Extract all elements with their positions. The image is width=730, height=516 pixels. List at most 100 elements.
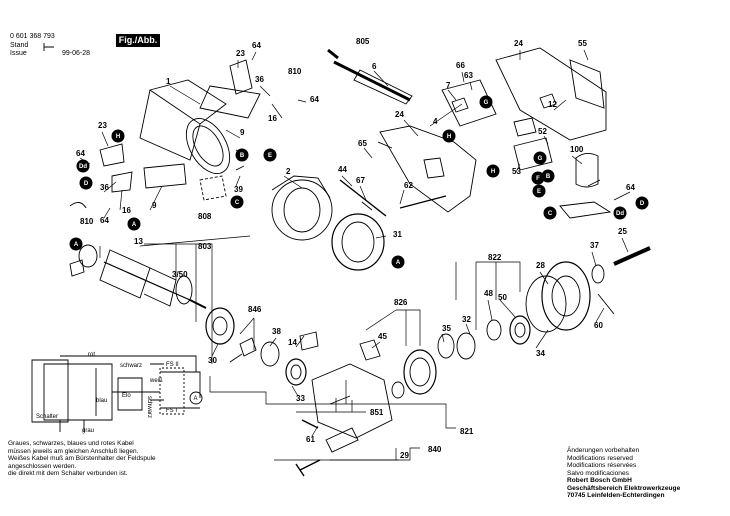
- wire-label: weiß: [149, 378, 163, 384]
- leader-line: [271, 103, 283, 119]
- leader-line: [543, 135, 549, 145]
- part-number: 821: [460, 427, 474, 436]
- part-number: 24: [395, 110, 404, 119]
- part-number: 1: [166, 77, 171, 86]
- leader-line: [591, 251, 597, 267]
- part-number: 52: [538, 127, 547, 136]
- leader-line: [465, 323, 471, 335]
- callout-badge: H: [442, 129, 456, 143]
- part-number: 25: [618, 227, 627, 236]
- svg-text:A: A: [132, 222, 137, 228]
- wiring-note-line: angeschlossen werden.: [8, 462, 77, 470]
- callout-badge: A: [127, 217, 141, 231]
- part-number: 29: [400, 451, 409, 460]
- part-number: 36: [100, 183, 109, 192]
- company-division: Geschäftsbereich Elektrowerkzeuge: [567, 484, 681, 492]
- leader-line: [441, 333, 445, 343]
- bracket-line: [455, 261, 521, 330]
- leader-line: [169, 85, 201, 105]
- wiring-note-line: müssen jeweils am gleichen Anschluß lieg…: [8, 447, 139, 455]
- leader-line: [259, 85, 271, 97]
- part-number: 23: [98, 121, 107, 130]
- part-number: 12: [548, 100, 557, 109]
- wire-label: grau: [82, 428, 94, 434]
- leader-line: [535, 329, 549, 349]
- wire-label: blau: [96, 398, 107, 404]
- company-address: 70745 Leinfelden-Echterdingen: [567, 492, 665, 499]
- issue-label: Issue: [10, 50, 27, 57]
- callout-badge: A: [69, 237, 83, 251]
- part-number: 810: [288, 67, 302, 76]
- svg-text:D: D: [84, 181, 89, 187]
- callout-badge: Dd: [76, 159, 90, 173]
- wiring-note-line: die direkt mit dem Schalter verbunden is…: [8, 470, 128, 478]
- wiring-note-line: Graues, schwarzes, blaues und rotes Kabe…: [8, 440, 134, 447]
- part-number: 53: [512, 167, 521, 176]
- note-line: Salvo modificaciones: [567, 469, 629, 477]
- leader-line: [403, 119, 419, 137]
- callout-badge: G: [533, 151, 547, 165]
- callout-badge: H: [486, 164, 500, 178]
- part-number: 60: [594, 321, 603, 330]
- svg-text:F: F: [536, 176, 540, 182]
- leader-line: [571, 155, 583, 165]
- part-number: 45: [378, 332, 387, 341]
- part-number: 6: [372, 62, 377, 71]
- wiring-component-label: Elo: [122, 393, 131, 399]
- svg-text:B: B: [240, 153, 245, 159]
- note-line: Änderungen vorbehalten: [567, 447, 640, 454]
- part-number: 32: [462, 315, 471, 324]
- leader-line: [499, 299, 517, 319]
- stand-label: Stand: [10, 42, 29, 49]
- part-number: 30: [208, 356, 217, 365]
- svg-text:C: C: [235, 200, 240, 206]
- leader-line: [251, 51, 257, 61]
- leader-line: [119, 189, 123, 211]
- wiring-component-label: A: [194, 396, 198, 402]
- part-number: 3/50: [172, 270, 188, 279]
- part-number: 840: [428, 445, 442, 454]
- svg-text:H: H: [116, 134, 120, 140]
- leader-line: [613, 191, 631, 201]
- wiring-note: Graues, schwarzes, blaues und rotes Kabe…: [8, 440, 156, 478]
- leader-line: [211, 343, 219, 357]
- callout-badge: Dd: [613, 206, 627, 220]
- bracket-line: [239, 317, 255, 350]
- wire-label: rot: [88, 352, 95, 358]
- callout-badge: C: [230, 195, 244, 209]
- leader-line: [225, 129, 241, 139]
- bracket-line: [209, 376, 456, 429]
- part-number: 808: [198, 212, 212, 221]
- leader-line: [297, 99, 307, 103]
- part-number: 39: [234, 185, 243, 194]
- leader-line: [149, 185, 163, 211]
- part-number: 851: [370, 408, 384, 417]
- svg-text:H: H: [491, 169, 495, 175]
- part-number: 100: [570, 145, 584, 154]
- part-number: 24: [514, 39, 523, 48]
- field-coil-label: FS I: [166, 408, 177, 414]
- leader-line: [621, 237, 629, 253]
- svg-text:E: E: [268, 153, 272, 159]
- leader-line: [447, 89, 457, 101]
- leader-line: [539, 271, 549, 285]
- wire-label: schwarz: [146, 396, 152, 418]
- leader-line: [429, 103, 463, 127]
- leader-line: [103, 181, 117, 193]
- part-number: 48: [484, 289, 493, 298]
- leader-line: [101, 131, 109, 147]
- leader-line: [373, 70, 389, 87]
- part-number: 50: [498, 293, 507, 302]
- leader-line: [295, 335, 305, 348]
- part-number: 67: [356, 176, 365, 185]
- svg-text:G: G: [538, 156, 543, 162]
- leader-line: [461, 71, 465, 83]
- wiring-component-label: Schalter: [36, 414, 58, 420]
- leader-line: [359, 185, 367, 201]
- part-number: 55: [578, 39, 587, 48]
- svg-text:A: A: [396, 260, 401, 266]
- callout-badge: A: [391, 255, 405, 269]
- part-number: 63: [464, 71, 473, 80]
- svg-text:G: G: [484, 100, 489, 106]
